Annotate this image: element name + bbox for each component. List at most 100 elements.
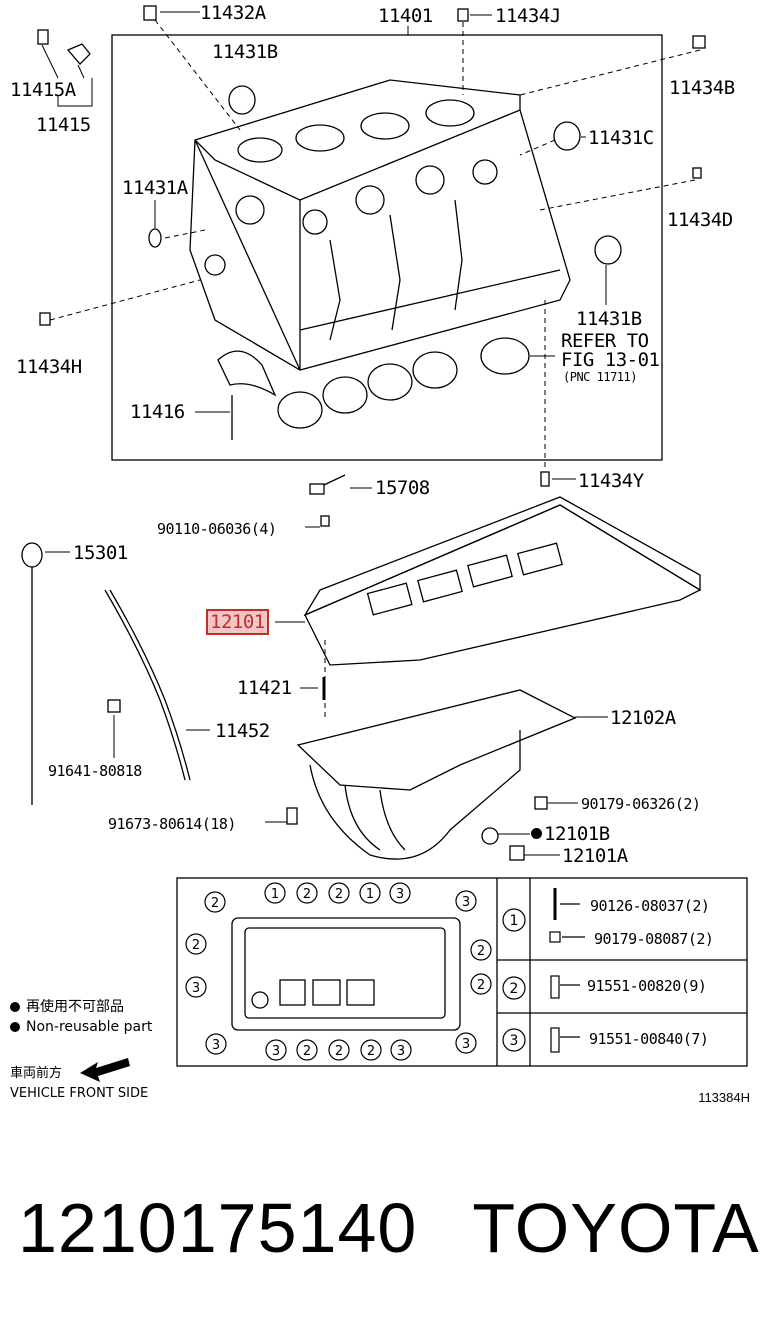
table-row-3-part: 91551-00840(7)	[589, 1030, 709, 1048]
part-11431A-shape	[148, 228, 162, 248]
svg-text:1: 1	[366, 887, 374, 902]
label-91641-80818: 91641-80818	[48, 762, 142, 780]
callout-circle: 2	[328, 1039, 350, 1061]
bolt-callouts: 2 1 2 2 1 3 3 2 2 3 2 3 3 2 2 2 3 3	[185, 882, 492, 1061]
svg-text:3: 3	[212, 1038, 220, 1053]
svg-text:3: 3	[397, 1044, 405, 1059]
callout-circle: 2	[328, 882, 350, 904]
label-11431C: 11431C	[588, 127, 654, 149]
dipstick-15301-shape	[21, 542, 43, 568]
legend-front-jp: 車両前方	[10, 1066, 63, 1081]
refer-note-line3: (PNC 11711)	[563, 370, 637, 384]
label-15708: 15708	[375, 477, 430, 499]
bolt-91641-shape	[107, 699, 121, 713]
label-11401: 11401	[378, 5, 433, 27]
svg-text:2: 2	[303, 887, 311, 902]
callout-circle: 3	[390, 1039, 412, 1061]
callout-circle: 3	[265, 1039, 287, 1061]
callout-circle: 2	[470, 939, 492, 961]
gasket-12101B-shape	[481, 827, 499, 845]
footer-part-number: 1210175140	[18, 1189, 418, 1267]
bolt-90110-shape	[320, 515, 330, 527]
callout-circle: 3	[185, 976, 207, 998]
part-11432A-shape	[143, 5, 157, 21]
footer-caption: 1210175140 TOYOTA	[18, 1188, 760, 1268]
part-15708-shape	[309, 483, 325, 495]
callout-circle: 2	[296, 1039, 318, 1061]
dot-icon	[10, 1002, 20, 1012]
svg-text:3: 3	[396, 887, 404, 902]
label-11421: 11421	[237, 677, 292, 699]
bolt-table-frame	[176, 877, 748, 1067]
bearing-caps	[217, 337, 530, 429]
table-row-2-part: 91551-00820(9)	[587, 977, 707, 995]
label-11434B: 11434B	[669, 77, 735, 99]
label-12101A: 12101A	[562, 845, 628, 867]
label-15301: 15301	[73, 542, 128, 564]
part-11431B-right-shape	[594, 235, 622, 265]
svg-text:2: 2	[211, 896, 219, 911]
table-row-1-part-b: 90179-08087(2)	[594, 930, 714, 948]
table-row-1-part-a: 90126-08037(2)	[590, 897, 710, 915]
label-11431A: 11431A	[122, 177, 188, 199]
label-90179-06326: 90179-06326(2)	[581, 795, 701, 813]
footer-brand: TOYOTA	[472, 1189, 760, 1267]
label-12101B: 12101B	[531, 824, 610, 844]
part-11434B-shape	[692, 35, 706, 49]
refer-note-line1: REFER TO	[561, 330, 649, 352]
oil-pan-upper-12101	[303, 496, 702, 666]
svg-text:1: 1	[271, 887, 279, 902]
label-11431B-top: 11431B	[212, 41, 278, 63]
label-90110-06036: 90110-06036(4)	[157, 520, 277, 538]
part-11415A-shape	[37, 29, 49, 45]
part-11431C-shape	[553, 121, 581, 151]
legend-nonreusable-en-text: Non-reusable part	[26, 1019, 153, 1035]
label-11434H: 11434H	[16, 356, 82, 378]
svg-text:2: 2	[367, 1044, 375, 1059]
svg-text:3: 3	[462, 1037, 470, 1052]
label-11452: 11452	[215, 720, 270, 742]
label-12102A: 12102A	[610, 707, 676, 729]
svg-text:2: 2	[192, 938, 200, 953]
label-11434Y: 11434Y	[578, 470, 644, 492]
svg-text:2: 2	[303, 1044, 311, 1059]
table-row-2-number: 2	[510, 981, 519, 997]
svg-text:3: 3	[462, 895, 470, 910]
legend-nonreusable-jp-text: 再使用不可部品	[26, 999, 124, 1015]
bolt-91673-shape	[286, 807, 298, 825]
label-11432A: 11432A	[200, 2, 266, 24]
svg-text:2: 2	[477, 944, 485, 959]
label-12101-highlighted[interactable]: 12101	[206, 609, 269, 635]
part-11415-shape	[66, 43, 91, 65]
part-11434J-shape	[457, 8, 469, 22]
callout-circle: 3	[205, 1033, 227, 1055]
table-row-1-number: 1	[510, 913, 519, 929]
callout-circle: 3	[455, 1032, 477, 1054]
label-11431B-right: 11431B	[576, 308, 642, 330]
dot-icon	[10, 1022, 20, 1032]
label-91673-80614: 91673-80614(18)	[108, 815, 236, 833]
plug-12101A-shape	[509, 845, 525, 861]
guide-11452-shape	[104, 589, 186, 781]
callout-circle: 2	[185, 933, 207, 955]
callout-circle: 2	[470, 973, 492, 995]
front-arrow-icon	[80, 1058, 130, 1082]
label-11416: 11416	[130, 401, 185, 423]
engine-block-illustration	[189, 79, 571, 371]
diagram-id: 113384H	[698, 1090, 750, 1105]
part-11434D-shape	[692, 167, 702, 179]
callout-circle: 2	[204, 891, 226, 913]
nut-icon	[549, 931, 561, 943]
svg-text:3: 3	[272, 1044, 280, 1059]
label-12101B-text: 12101B	[544, 823, 610, 845]
label-11434J: 11434J	[495, 5, 561, 27]
callout-circle: 1	[264, 882, 286, 904]
callout-circle: 2	[360, 1039, 382, 1061]
label-11415A: 11415A	[10, 79, 76, 101]
part-11431B-top-shape	[228, 85, 256, 115]
label-11415: 11415	[36, 114, 91, 136]
highlighted-part-number[interactable]: 12101	[206, 609, 269, 635]
non-reusable-dot-icon	[531, 828, 542, 839]
table-row-3-number: 3	[510, 1033, 519, 1049]
